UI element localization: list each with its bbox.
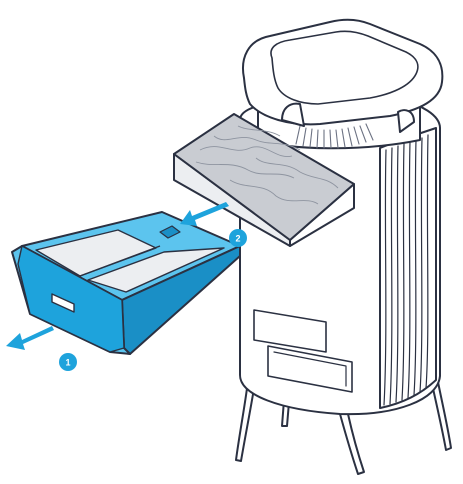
step-badge: 1 [59,353,77,371]
air-purifier [236,20,451,474]
step-number-2: 2 [235,234,240,244]
step-number-1: 1 [65,358,70,368]
arrow-icon [6,326,54,350]
step-badge: 2 [229,229,247,247]
arrow-icon [180,202,229,226]
